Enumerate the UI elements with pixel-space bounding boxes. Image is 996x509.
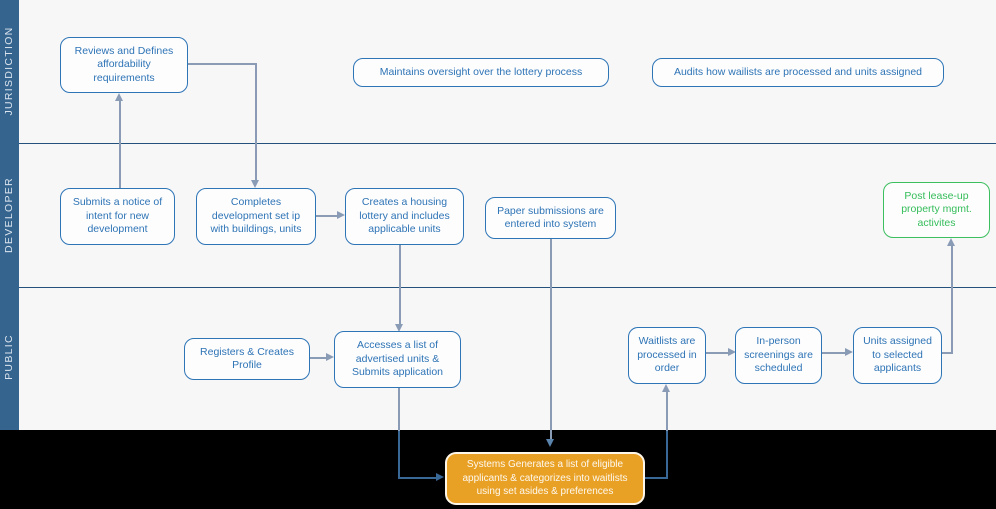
- connector-system-to-waitlists-v1: [666, 431, 668, 479]
- arrowhead-up-icon: [947, 238, 955, 246]
- node-accesses-units: Accesses a list of advertised units & Su…: [334, 331, 461, 388]
- node-reviews-affordability: Reviews and Defines affordability requir…: [60, 37, 188, 93]
- node-system-generates: Systems Generates a list of eligible app…: [445, 452, 645, 505]
- connector-units-to-postlease-h: [941, 352, 953, 354]
- node-maintains-oversight: Maintains oversight over the lottery pro…: [353, 58, 609, 87]
- connector-accesses-to-system-v1: [398, 388, 400, 431]
- connector-system-to-waitlists-v2: [666, 392, 668, 431]
- connector-setup-to-lottery: [315, 215, 338, 217]
- connector-system-to-waitlists-h: [645, 477, 668, 479]
- connector-units-to-postlease-v: [951, 246, 953, 354]
- node-units-assigned: Units assigned to selected applicants: [853, 327, 942, 384]
- node-creates-lottery: Creates a housing lottery and includes a…: [345, 188, 464, 245]
- connector-paper-to-system: [550, 238, 552, 439]
- arrowhead-right-icon: [337, 211, 345, 219]
- arrowhead-right-icon: [326, 353, 334, 361]
- lane-label-public: PUBLIC: [3, 334, 15, 380]
- node-completes-setup: Completes development set ip with buildi…: [196, 188, 316, 245]
- arrowhead-up-icon: [115, 93, 123, 101]
- connector-accesses-to-system-h: [398, 477, 437, 479]
- arrowhead-down-icon: [251, 180, 259, 188]
- arrowhead-up-icon: [662, 384, 670, 392]
- connector-registers-to-accesses: [310, 357, 327, 359]
- connector-waitlists-to-screenings: [706, 352, 729, 354]
- connector-screenings-to-units: [822, 352, 846, 354]
- node-waitlists-processed: Waitlists are processed in order: [628, 327, 706, 384]
- node-submits-notice: Submits a notice of intent for new devel…: [60, 188, 175, 245]
- arrowhead-down-icon: [395, 324, 403, 332]
- connector-accesses-to-system-v2: [398, 431, 400, 479]
- node-audits-waitlists: Audits how wailists are processed and un…: [652, 58, 944, 87]
- lane-divider-jurisdiction-developer: [19, 143, 996, 144]
- connector-notice-to-reviews: [119, 100, 121, 188]
- connector-reviews-to-setup-v: [255, 63, 257, 181]
- lane-label-jurisdiction: JURISDICTION: [3, 26, 15, 116]
- lane-strip: [0, 0, 19, 430]
- node-registers-profile: Registers & Creates Profile: [184, 338, 310, 380]
- node-paper-submissions: Paper submissions are entered into syste…: [485, 197, 616, 239]
- connector-lottery-to-accesses: [399, 245, 401, 325]
- arrowhead-down-icon: [546, 439, 554, 447]
- node-post-lease-up: Post lease-up property mgmt. activites: [883, 182, 990, 238]
- lane-divider-developer-public: [19, 287, 996, 288]
- arrowhead-right-icon: [845, 348, 853, 356]
- lane-label-developer: DEVELOPER: [3, 177, 15, 253]
- arrowhead-right-icon: [436, 473, 444, 481]
- connector-reviews-to-setup-h: [188, 63, 257, 65]
- node-in-person-screenings: In-person screenings are scheduled: [735, 327, 822, 384]
- arrowhead-right-icon: [728, 348, 736, 356]
